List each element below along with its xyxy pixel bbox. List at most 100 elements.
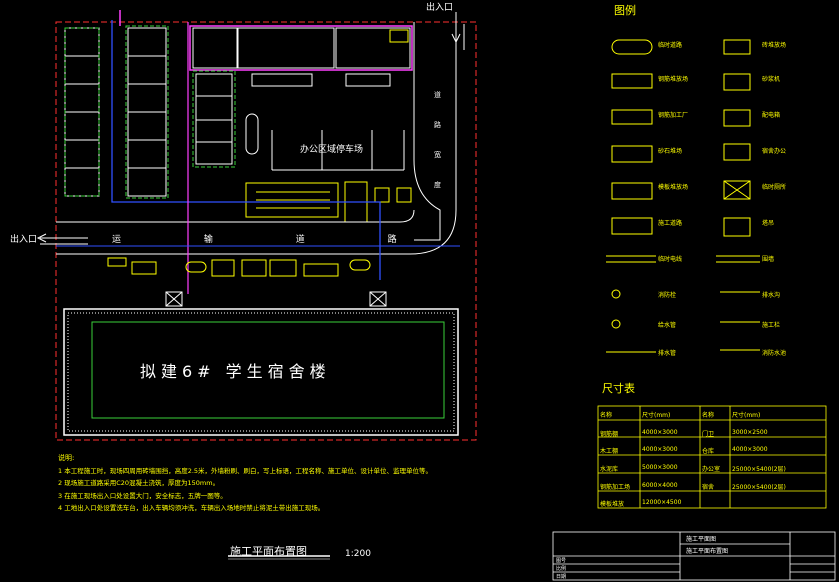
- legend-item: 钢筋加工厂: [658, 112, 689, 119]
- water-line: [111, 20, 381, 280]
- legend-title: 图例: [614, 4, 636, 17]
- site-boundary: [55, 21, 477, 441]
- main-building-hatch: [67, 312, 455, 432]
- road-item-6: [269, 259, 297, 277]
- legend-item: 宿舍办公: [762, 148, 787, 155]
- road-item-3: [185, 261, 207, 273]
- legend-item: 塔吊: [762, 220, 775, 227]
- size-table-cell: 门卫: [702, 431, 715, 438]
- size-table-cell: 木工棚: [600, 448, 619, 455]
- title-block-rows: 图号比例日期: [556, 557, 566, 581]
- legend-item: 消防水池: [762, 350, 787, 357]
- legend-symbols: [606, 39, 760, 353]
- title-block-row: 日期: [556, 574, 567, 580]
- legend-item: 砂石堆场: [658, 148, 683, 155]
- title-block-row: 比例: [556, 566, 567, 572]
- size-table: 名称 尺寸(mm) 名称 尺寸(mm) 钢筋棚 4000×3000 门卫 3000×2500 木…: [598, 406, 826, 508]
- legend-item: 钢筋堆放场: [658, 76, 689, 83]
- notes-line: 2 现场施工道路采用C20混凝土浇筑，厚度为150mm。: [58, 479, 220, 487]
- legend-item: 模板堆放场: [658, 184, 689, 191]
- size-table-cell: 4000×3000: [642, 429, 678, 436]
- size-table-cell: 12000×4500: [642, 499, 682, 506]
- main-building-outer: [63, 308, 459, 436]
- size-table-cell: 6000×4000: [642, 482, 678, 489]
- entrance-left-marker: [36, 233, 88, 245]
- top-facilities: [189, 25, 413, 71]
- road-item-5: [241, 259, 267, 277]
- legend-item: 施工道路: [658, 220, 683, 227]
- title-block-row: 图号: [556, 558, 567, 564]
- notes-line: 1 本工程施工时，现场四周用砖墙围挡，高度2.5米，外墙粉刷、刷白，写上标语，工…: [58, 466, 433, 475]
- size-table-title: 尺寸表: [602, 382, 635, 395]
- right-strip-text: 道 路 宽 度: [434, 91, 441, 189]
- legend-item: 排水管: [658, 350, 677, 357]
- size-table-header: 名称: [600, 412, 613, 419]
- parking-stalls: [271, 130, 405, 171]
- legend-item: 砖堆放场: [762, 42, 787, 49]
- lb-container-2: [345, 73, 391, 87]
- road-curve: [413, 22, 441, 241]
- drawing-scale: 1:200: [345, 549, 371, 559]
- water-tank: [245, 113, 259, 155]
- road-outer: [56, 22, 457, 255]
- notes: 说明: 1 本工程施工时，现场四周用砖墙围挡，高度2.5米，外墙粉刷、刷白，写上标…: [58, 452, 538, 515]
- dorm-block-left: [64, 27, 100, 197]
- size-table-cell: 办公室: [702, 466, 721, 473]
- road-item-2: [131, 261, 157, 275]
- size-table-cell: 仓库: [702, 448, 715, 455]
- road-item-8: [349, 259, 371, 271]
- legend-item: 临时厕所: [762, 184, 787, 191]
- size-table-cell: 钢筋加工场: [600, 484, 631, 491]
- legend-item: 临时电线: [658, 256, 683, 263]
- road-inner: [56, 209, 415, 223]
- size-table-grid: [597, 405, 827, 509]
- legend-item: 配电箱: [762, 112, 781, 119]
- size-table-cell: 3000×2500: [732, 429, 768, 436]
- notes-line: 4 工地出入口处设置洗车台，出入车辆均须冲洗，车辆出入场地时禁止将泥土带出施工现…: [58, 504, 325, 512]
- rebar-yard: [245, 182, 339, 218]
- legend-item: 砂浆机: [762, 76, 781, 83]
- title-block-grid: [552, 531, 836, 581]
- road-item-7: [303, 263, 339, 277]
- size-table-cell: 25000×5400(2层): [732, 466, 786, 473]
- road-item-1: [107, 257, 127, 267]
- size-table-cell: 4000×3000: [642, 446, 678, 453]
- yard-box-1: [374, 187, 390, 203]
- dorm-block-middle: [125, 25, 169, 199]
- size-table-cell: 25000×5400(2层): [732, 484, 786, 491]
- lb-container-1: [251, 73, 313, 87]
- legend-item: 临时道路: [658, 42, 683, 49]
- tower-crane-left: [165, 291, 183, 307]
- drawing-title: 施工平面布置图: [230, 545, 307, 558]
- size-table-cell: 水泥库: [600, 466, 619, 473]
- entrance-top-marker: [451, 12, 465, 50]
- legend-item: 给水管: [658, 322, 677, 329]
- size-table-cell: 5000×3000: [642, 464, 678, 471]
- road-label: 运 输 道 路: [112, 235, 437, 245]
- size-table-header: 尺寸(mm): [642, 412, 671, 419]
- size-table-cell: 宿舍: [702, 484, 715, 491]
- entrance-left-label: 出入口: [10, 235, 38, 245]
- size-table-cell: 钢筋棚: [600, 431, 619, 438]
- tower-crane-right: [369, 291, 387, 307]
- road-item-4: [211, 259, 235, 277]
- yard-box-2: [396, 187, 412, 203]
- title-block-drawing: 施工平面布置图: [686, 548, 729, 555]
- notes-heading: 说明:: [58, 454, 75, 462]
- size-table-cell: 模板堆放: [600, 501, 625, 508]
- legend-item: 排水沟: [762, 292, 781, 299]
- building-name: 拟建6# 学生宿舍楼: [140, 362, 331, 381]
- legend-item: 围墙: [762, 256, 775, 263]
- office-area-label: 办公区域停车场: [300, 145, 364, 155]
- legend-item: 施工栏: [762, 322, 781, 329]
- size-table-header: 名称: [702, 412, 715, 419]
- notes-line: 3 在施工现场出入口处设置大门，安全标志，五牌一图等。: [58, 491, 227, 500]
- size-table-header: 尺寸(mm): [732, 412, 761, 419]
- legend-item: 消防栓: [658, 292, 677, 299]
- middle-left-facility: [192, 70, 236, 168]
- entrance-top-label: 出入口: [426, 3, 454, 13]
- size-table-cell: 4000×3000: [732, 446, 768, 453]
- title-block-project: 施工平面图: [686, 536, 717, 543]
